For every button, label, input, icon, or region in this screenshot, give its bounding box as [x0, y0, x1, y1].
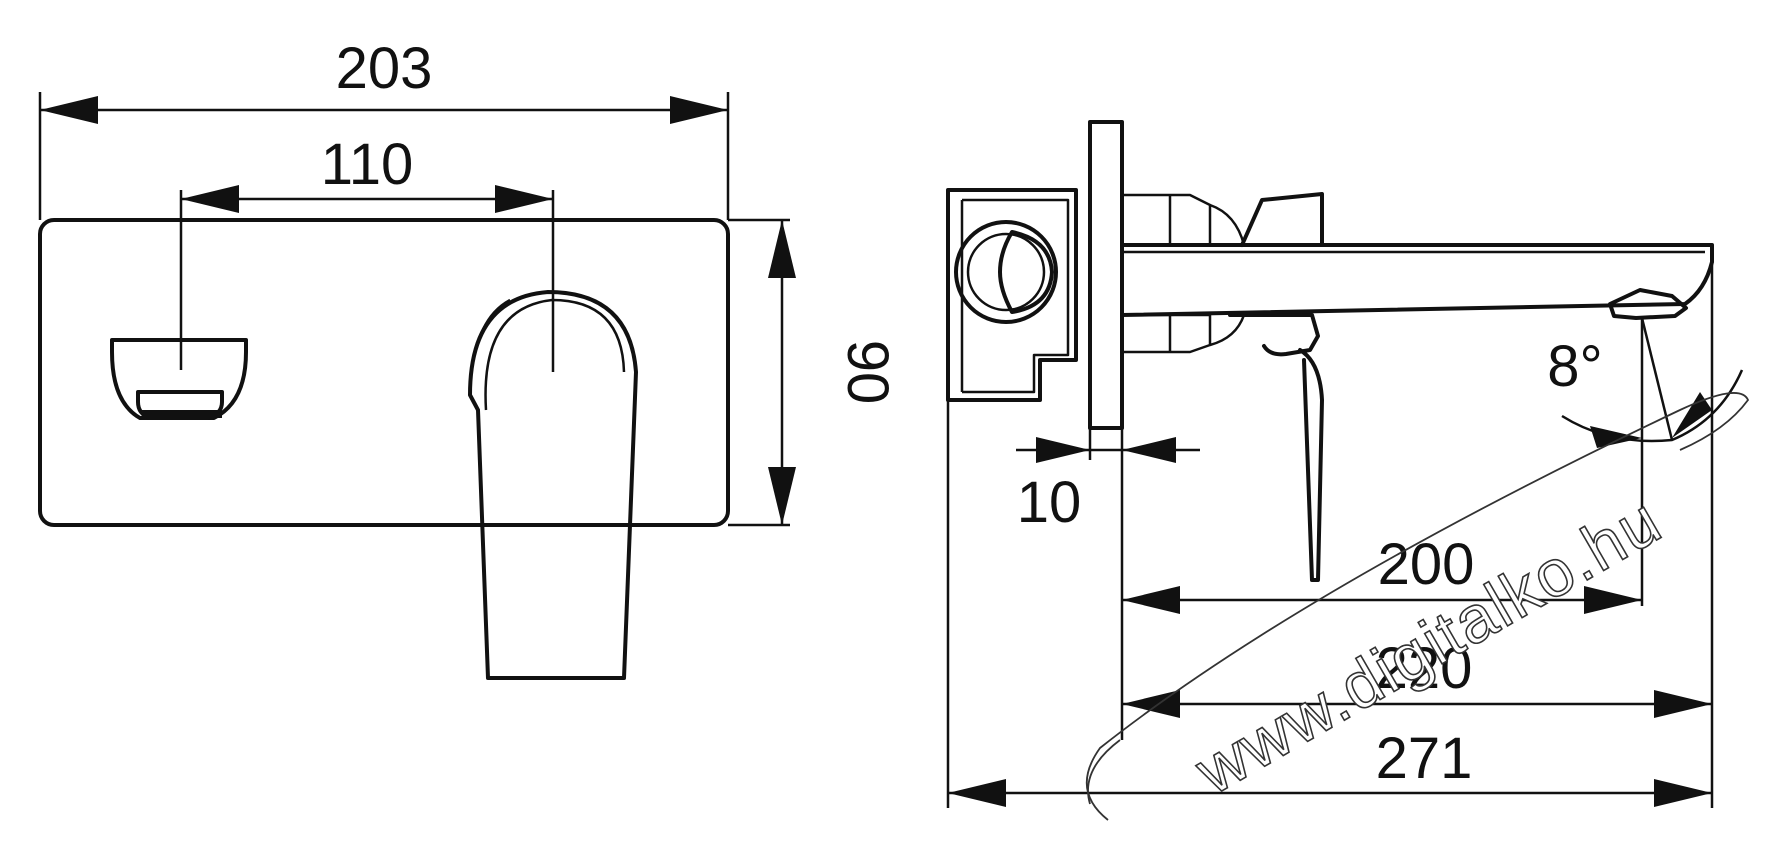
spout	[1120, 243, 1714, 320]
valve-body	[954, 220, 1058, 324]
dim-label-220: 220	[1376, 636, 1473, 701]
dim-label-271: 271	[1376, 726, 1473, 791]
front-view: 203 110 90	[38, 36, 900, 680]
dim-angle-8deg: 8°	[1547, 317, 1744, 448]
dim-label-200: 200	[1378, 532, 1475, 597]
dim-spacing-110: 110	[181, 132, 553, 213]
dim-label-110: 110	[321, 132, 413, 197]
dim-thickness-10: 10	[1016, 437, 1200, 535]
cartridge	[1120, 193, 1246, 354]
side-lever-handle	[1228, 192, 1324, 582]
dim-reach-200: 200	[1122, 532, 1642, 614]
dim-overall-271: 271	[948, 726, 1712, 807]
side-view: 8° 10 200 220 271	[946, 120, 1744, 808]
front-wall-plate	[38, 218, 730, 527]
side-wall-plate	[1088, 120, 1124, 430]
dim-height-90: 90	[768, 220, 900, 525]
dim-label-203: 203	[336, 36, 433, 101]
spout-outlet	[110, 338, 248, 420]
dim-label-8deg: 8°	[1547, 334, 1602, 399]
dim-label-90: 90	[835, 340, 900, 405]
dim-reach-220: 220	[1122, 636, 1712, 718]
dim-width-203: 203	[40, 36, 728, 124]
dim-label-10: 10	[1017, 470, 1082, 535]
